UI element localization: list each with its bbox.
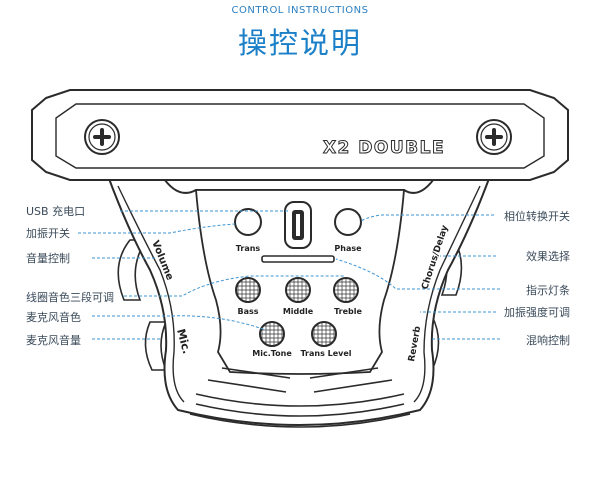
- treble-label: Treble: [334, 307, 362, 316]
- callout-effect-select: 效果选择: [526, 250, 570, 263]
- trans-switch[interactable]: [234, 208, 262, 236]
- left-side-wheel: [117, 239, 168, 371]
- callout-mic-volume: 麦克风音量: [26, 334, 81, 347]
- bass-knob[interactable]: [235, 277, 261, 303]
- trans-level-knob[interactable]: [311, 321, 337, 347]
- left-screw-icon: [84, 119, 120, 155]
- top-bar: [31, 89, 569, 181]
- indicator-light-bar: [261, 255, 335, 263]
- callout-pickup-eq: 线圈音色三段可调: [26, 291, 114, 304]
- brand-logo: X2 DOUBLE: [323, 138, 445, 158]
- mic-label: Mic.: [174, 327, 193, 355]
- usb-port-icon: [284, 201, 312, 249]
- subtitle: CONTROL INSTRUCTIONS: [231, 5, 369, 16]
- leader-lines: [78, 210, 500, 340]
- mic-tone-knob[interactable]: [259, 321, 285, 347]
- bass-label: Bass: [237, 307, 258, 316]
- callout-boost-level: 加振强度可调: [504, 306, 570, 319]
- middle-knob[interactable]: [285, 277, 311, 303]
- callout-mic-tone: 麦克风音色: [26, 311, 81, 324]
- phase-label: Phase: [334, 244, 362, 253]
- right-screw-icon: [476, 119, 512, 155]
- trans-label: Trans: [236, 244, 261, 253]
- mic-tone-label: Mic.Tone: [252, 349, 292, 358]
- callout-phase-switch: 相位转换开关: [504, 210, 570, 223]
- callout-indicator-bar: 指示灯条: [526, 284, 570, 297]
- middle-label: Middle: [283, 307, 314, 316]
- callout-boost-switch: 加振开关: [26, 227, 70, 240]
- bottom-grille: [189, 367, 411, 428]
- callout-usb-charge: USB 充电口: [26, 205, 86, 218]
- treble-knob[interactable]: [333, 277, 359, 303]
- callout-reverb: 混响控制: [526, 334, 570, 347]
- phase-switch[interactable]: [334, 208, 362, 236]
- page-title: 操控说明: [237, 26, 362, 60]
- trans-level-label: Trans Level: [300, 349, 351, 358]
- callout-volume: 音量控制: [26, 252, 70, 265]
